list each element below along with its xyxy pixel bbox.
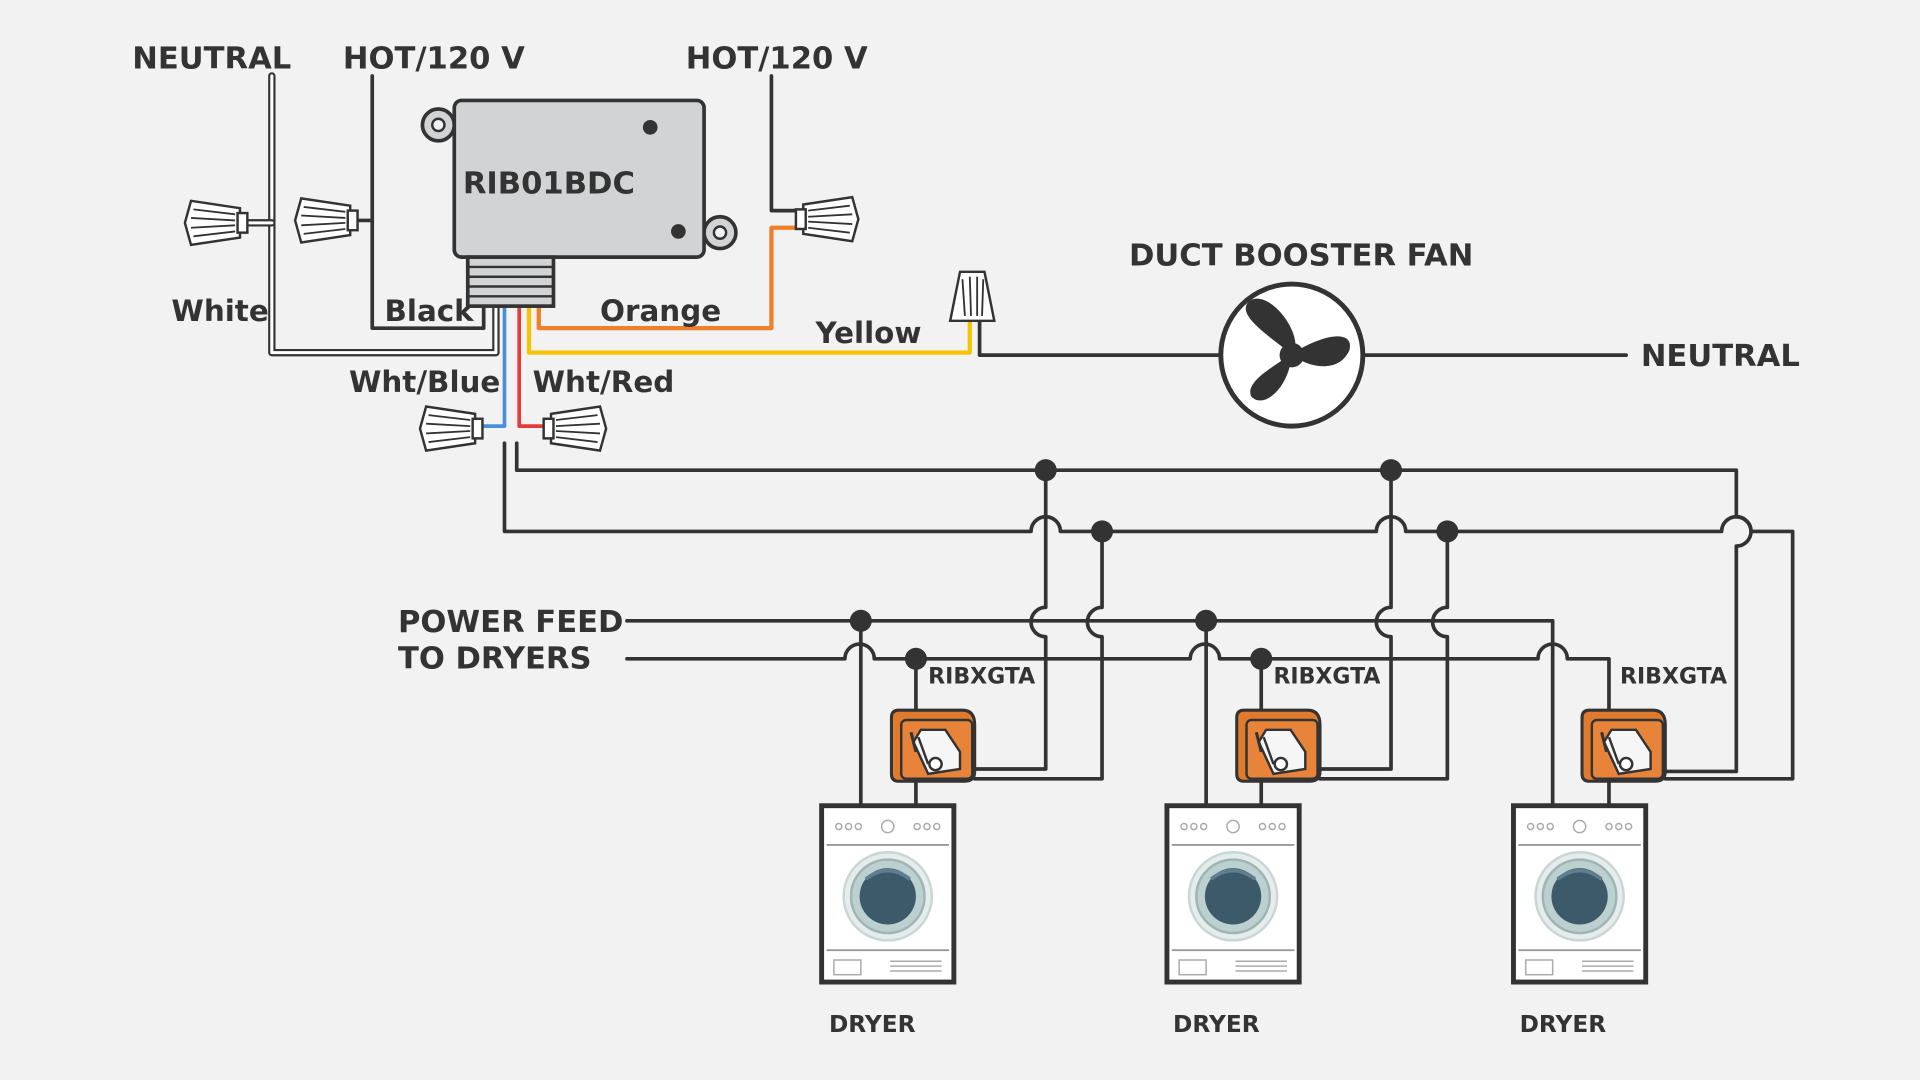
orange-wire xyxy=(536,225,811,331)
wht-blue-label: Wht/Blue xyxy=(349,365,500,399)
hot-right-label: HOT/120 V xyxy=(686,42,868,77)
power-feed-label-1: POWER FEED xyxy=(398,605,624,640)
black-wire-label: Black xyxy=(384,294,475,328)
dryer-label-1: DRYER xyxy=(829,1011,916,1038)
wirenut-neutral xyxy=(183,199,249,247)
drop-1a xyxy=(972,468,1048,771)
sensor-ribxgta-3 xyxy=(1580,708,1667,783)
wirenut-wht-blue xyxy=(418,405,484,452)
fan-feed-wire xyxy=(977,318,1224,357)
relay-model-label: RIB01BDC xyxy=(463,166,635,201)
drop-2a xyxy=(1318,468,1393,771)
fan-icon xyxy=(1218,281,1366,429)
yellow-wire xyxy=(526,303,972,355)
power-feed-line-2 xyxy=(625,642,1611,715)
dryer-1 xyxy=(822,806,954,982)
neutral-top-label: NEUTRAL xyxy=(132,42,291,77)
drop-2b xyxy=(1318,529,1450,781)
wht-red-label: Wht/Red xyxy=(533,365,675,399)
yellow-wire-label: Yellow xyxy=(815,316,922,350)
drop-1b xyxy=(972,529,1104,781)
wirenut-wht-red xyxy=(542,405,608,452)
wht-blue-wire xyxy=(478,304,507,428)
hot-right-wire xyxy=(769,74,810,213)
white-wire-label: White xyxy=(171,294,268,328)
hot-left-wire xyxy=(353,74,375,223)
dryer-3 xyxy=(1513,806,1645,982)
sensor-ribxgta-1 xyxy=(889,708,977,783)
sensor-ribxgta-2 xyxy=(1235,708,1322,783)
dryer-2 xyxy=(1167,806,1299,982)
wirenut-hot-right xyxy=(794,195,860,243)
neutral-right-label: NEUTRAL xyxy=(1641,339,1800,374)
white-neutral-wire xyxy=(236,72,500,357)
sensor-label-2: RIBXGTA xyxy=(1273,664,1380,689)
orange-wire-label: Orange xyxy=(600,294,721,328)
black-wire xyxy=(370,218,486,330)
dryer-label-2: DRYER xyxy=(1173,1011,1260,1038)
junction-dots xyxy=(849,459,1459,670)
relay-rib01bdc xyxy=(420,98,738,308)
wirenut-hot-left xyxy=(293,197,359,244)
sensor-label-3: RIBXGTA xyxy=(1620,664,1727,689)
fan-title: DUCT BOOSTER FAN xyxy=(1129,239,1473,274)
dryer-label-3: DRYER xyxy=(1520,1011,1607,1038)
wirenut-yellow xyxy=(948,270,996,323)
wht-red-wire xyxy=(517,304,551,428)
control-bus-a xyxy=(514,441,1753,774)
sensor-label-1: RIBXGTA xyxy=(928,664,1035,689)
hot-left-label: HOT/120 V xyxy=(343,42,525,77)
power-feed-label-2: TO DRYERS xyxy=(398,642,592,677)
